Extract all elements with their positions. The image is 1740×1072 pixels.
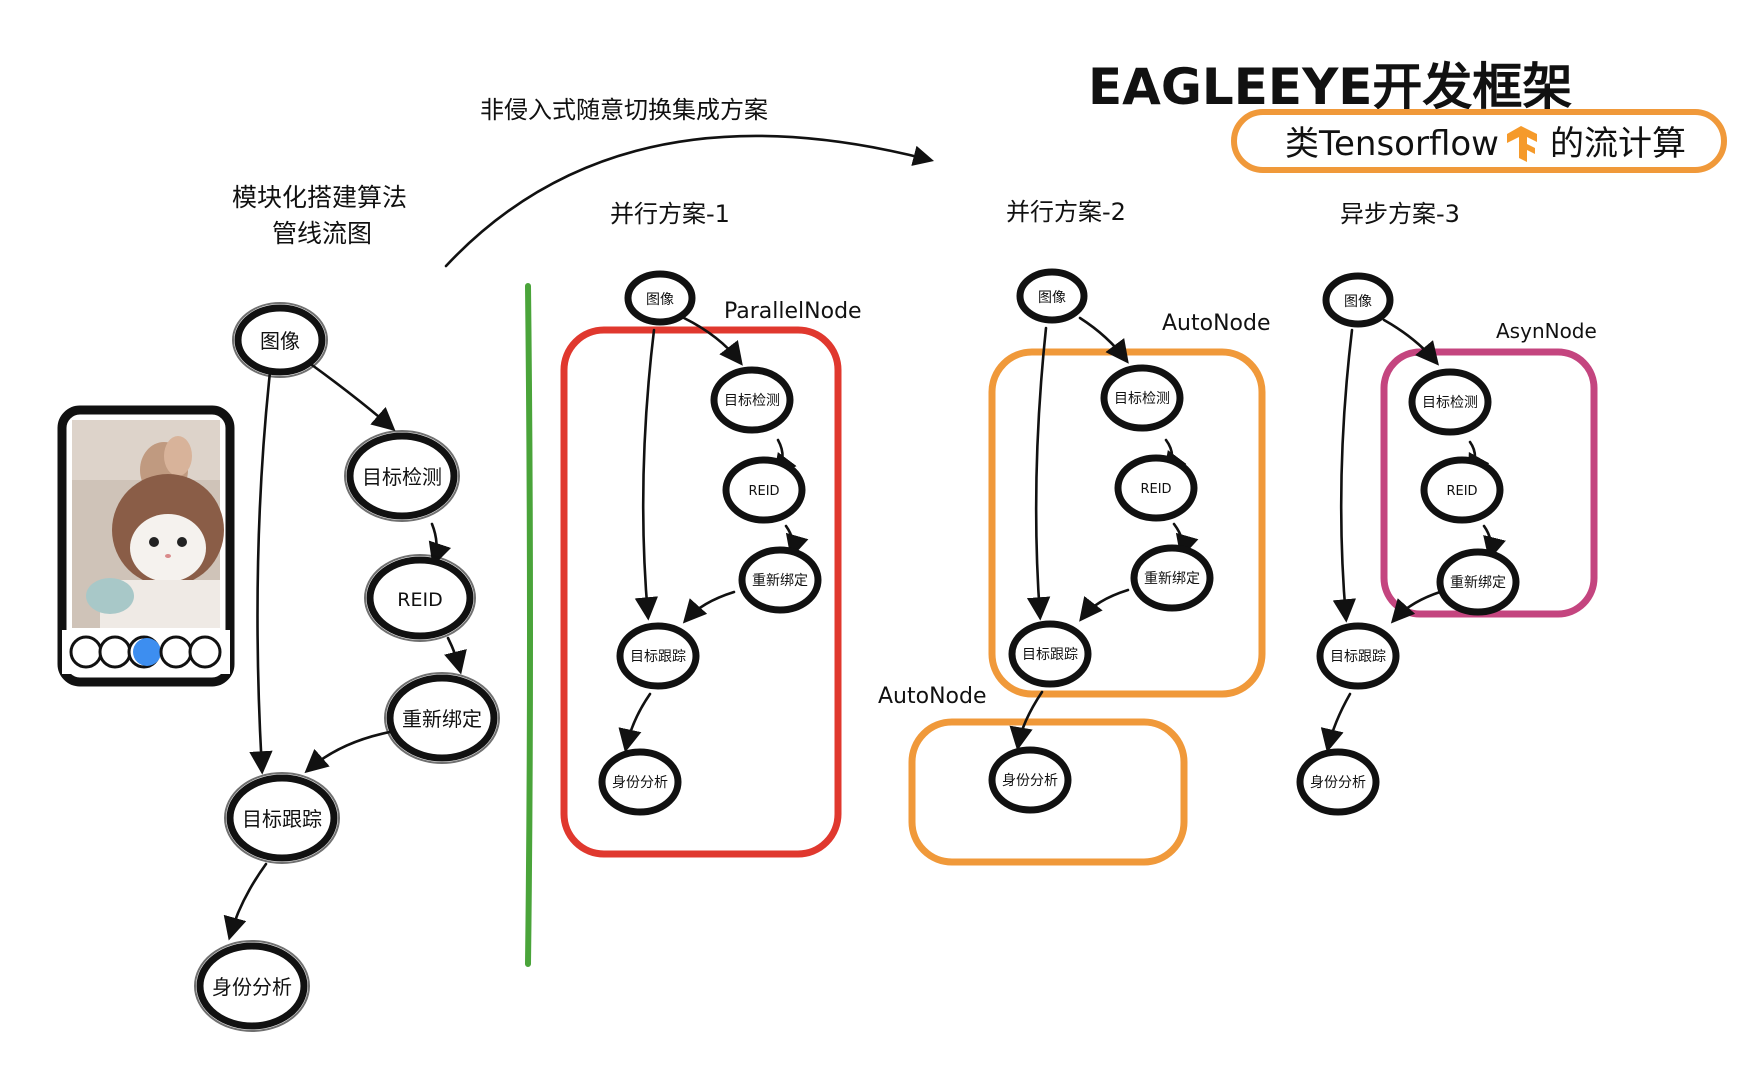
s3-node-image-label: 图像 <box>1344 294 1372 310</box>
scheme2-title: 并行方案-2 <box>1006 198 1126 226</box>
left-node-rebind[interactable]: 重新绑定 <box>384 672 500 764</box>
s2-node-rebind[interactable]: 重新绑定 <box>1130 544 1214 612</box>
phone-dot-4-selected[interactable] <box>133 638 161 666</box>
s1-node-track-label: 目标跟踪 <box>630 649 686 665</box>
s3-node-track[interactable]: 目标跟踪 <box>1316 622 1400 690</box>
scheme3-graph: 图像 目标检测 REID 重新绑定 目标跟踪 身份分析 <box>1296 272 1520 816</box>
s3-node-image[interactable]: 图像 <box>1322 272 1394 328</box>
s3-node-rebind-label: 重新绑定 <box>1450 575 1506 591</box>
left-node-track[interactable]: 目标跟踪 <box>224 772 340 864</box>
left-node-detect-label: 目标检测 <box>362 465 442 489</box>
phone-dots <box>69 635 222 669</box>
s3-node-identity[interactable]: 身份分析 <box>1296 748 1380 816</box>
s2-node-track-label: 目标跟踪 <box>1022 647 1078 663</box>
s1-node-detect[interactable]: 目标检测 <box>710 366 794 434</box>
s1-node-detect-label: 目标检测 <box>724 393 780 409</box>
scheme3-title: 异步方案-3 <box>1340 200 1460 228</box>
s3-node-track-label: 目标跟踪 <box>1330 649 1386 665</box>
parallel-node-label: ParallelNode <box>724 299 862 324</box>
s1-node-image[interactable]: 图像 <box>624 270 696 326</box>
s2-node-image-label: 图像 <box>1038 290 1066 306</box>
s2-node-detect-label: 目标检测 <box>1114 391 1170 407</box>
s1-node-rebind-label: 重新绑定 <box>752 573 808 589</box>
left-caption-line2: 管线流图 <box>272 219 372 248</box>
s2-node-track[interactable]: 目标跟踪 <box>1008 620 1092 688</box>
scheme1-graph: 图像 目标检测 REID 重新绑定 目标跟踪 身份分析 <box>598 270 822 816</box>
s2-node-rebind-label: 重新绑定 <box>1144 571 1200 587</box>
left-node-reid-label: REID <box>397 589 442 611</box>
auto-node-label-top: AutoNode <box>1162 311 1271 336</box>
s3-node-rebind[interactable]: 重新绑定 <box>1436 548 1520 616</box>
phone-dot-2[interactable] <box>98 635 132 669</box>
left-node-image-label: 图像 <box>260 329 300 353</box>
s3-node-detect[interactable]: 目标检测 <box>1408 368 1492 436</box>
divider-line <box>525 283 533 967</box>
left-node-identity[interactable]: 身份分析 <box>194 940 310 1032</box>
left-node-track-label: 目标跟踪 <box>242 807 322 831</box>
s2-node-identity[interactable]: 身份分析 <box>988 746 1072 814</box>
auto-node-label-bottom: AutoNode <box>878 684 987 709</box>
tensorflow-logo-icon <box>1507 126 1537 162</box>
s2-node-reid-label: REID <box>1140 482 1171 497</box>
s3-node-reid-label: REID <box>1446 484 1477 499</box>
asyn-node-label: AsynNode <box>1496 319 1597 343</box>
left-node-reid[interactable]: REID <box>364 554 476 642</box>
switch-arrow <box>444 134 935 268</box>
left-node-identity-label: 身份分析 <box>212 975 292 999</box>
s1-node-image-label: 图像 <box>646 292 674 308</box>
phone-dot-1[interactable] <box>69 635 103 669</box>
subtitle-suffix: 的流计算 <box>1550 124 1686 164</box>
s2-node-reid[interactable]: REID <box>1114 454 1198 522</box>
s2-node-image[interactable]: 图像 <box>1016 268 1088 324</box>
s1-node-reid[interactable]: REID <box>722 456 806 524</box>
left-pipeline: 图像 目标检测 REID 重新绑定 目标跟踪 身份分析 <box>194 302 500 1032</box>
left-node-rebind-label: 重新绑定 <box>402 707 482 731</box>
s3-node-reid[interactable]: REID <box>1420 456 1504 524</box>
s1-node-track[interactable]: 目标跟踪 <box>616 622 700 690</box>
diagram-title: EAGLEEYE开发框架 <box>1088 58 1572 116</box>
parallel-node-box <box>560 326 842 858</box>
s3-node-identity-label: 身份分析 <box>1310 775 1366 791</box>
cat-photo <box>72 420 224 628</box>
s1-node-identity[interactable]: 身份分析 <box>598 748 682 816</box>
left-node-image[interactable]: 图像 <box>232 302 328 378</box>
phone-preview <box>57 405 235 687</box>
left-node-detect[interactable]: 目标检测 <box>344 430 460 522</box>
subtitle-prefix: 类Tensorflow <box>1285 124 1499 164</box>
switch-label: 非侵入式随意切换集成方案 <box>480 96 768 124</box>
left-caption-line1: 模块化搭建算法 <box>232 183 407 212</box>
s3-node-detect-label: 目标检测 <box>1422 395 1478 411</box>
scheme2-graph: 图像 目标检测 REID 重新绑定 目标跟踪 身份分析 <box>988 268 1214 814</box>
auto-node-box-bottom <box>908 718 1188 866</box>
s1-node-rebind[interactable]: 重新绑定 <box>738 546 822 614</box>
s2-node-identity-label: 身份分析 <box>1002 773 1058 789</box>
s1-node-identity-label: 身份分析 <box>612 775 668 791</box>
phone-dot-5[interactable] <box>159 635 193 669</box>
s1-node-reid-label: REID <box>748 484 779 499</box>
phone-dot-6[interactable] <box>188 635 222 669</box>
subtitle-highlight <box>1231 109 1727 173</box>
scheme1-title: 并行方案-1 <box>610 200 730 228</box>
s2-node-detect[interactable]: 目标检测 <box>1100 364 1184 432</box>
